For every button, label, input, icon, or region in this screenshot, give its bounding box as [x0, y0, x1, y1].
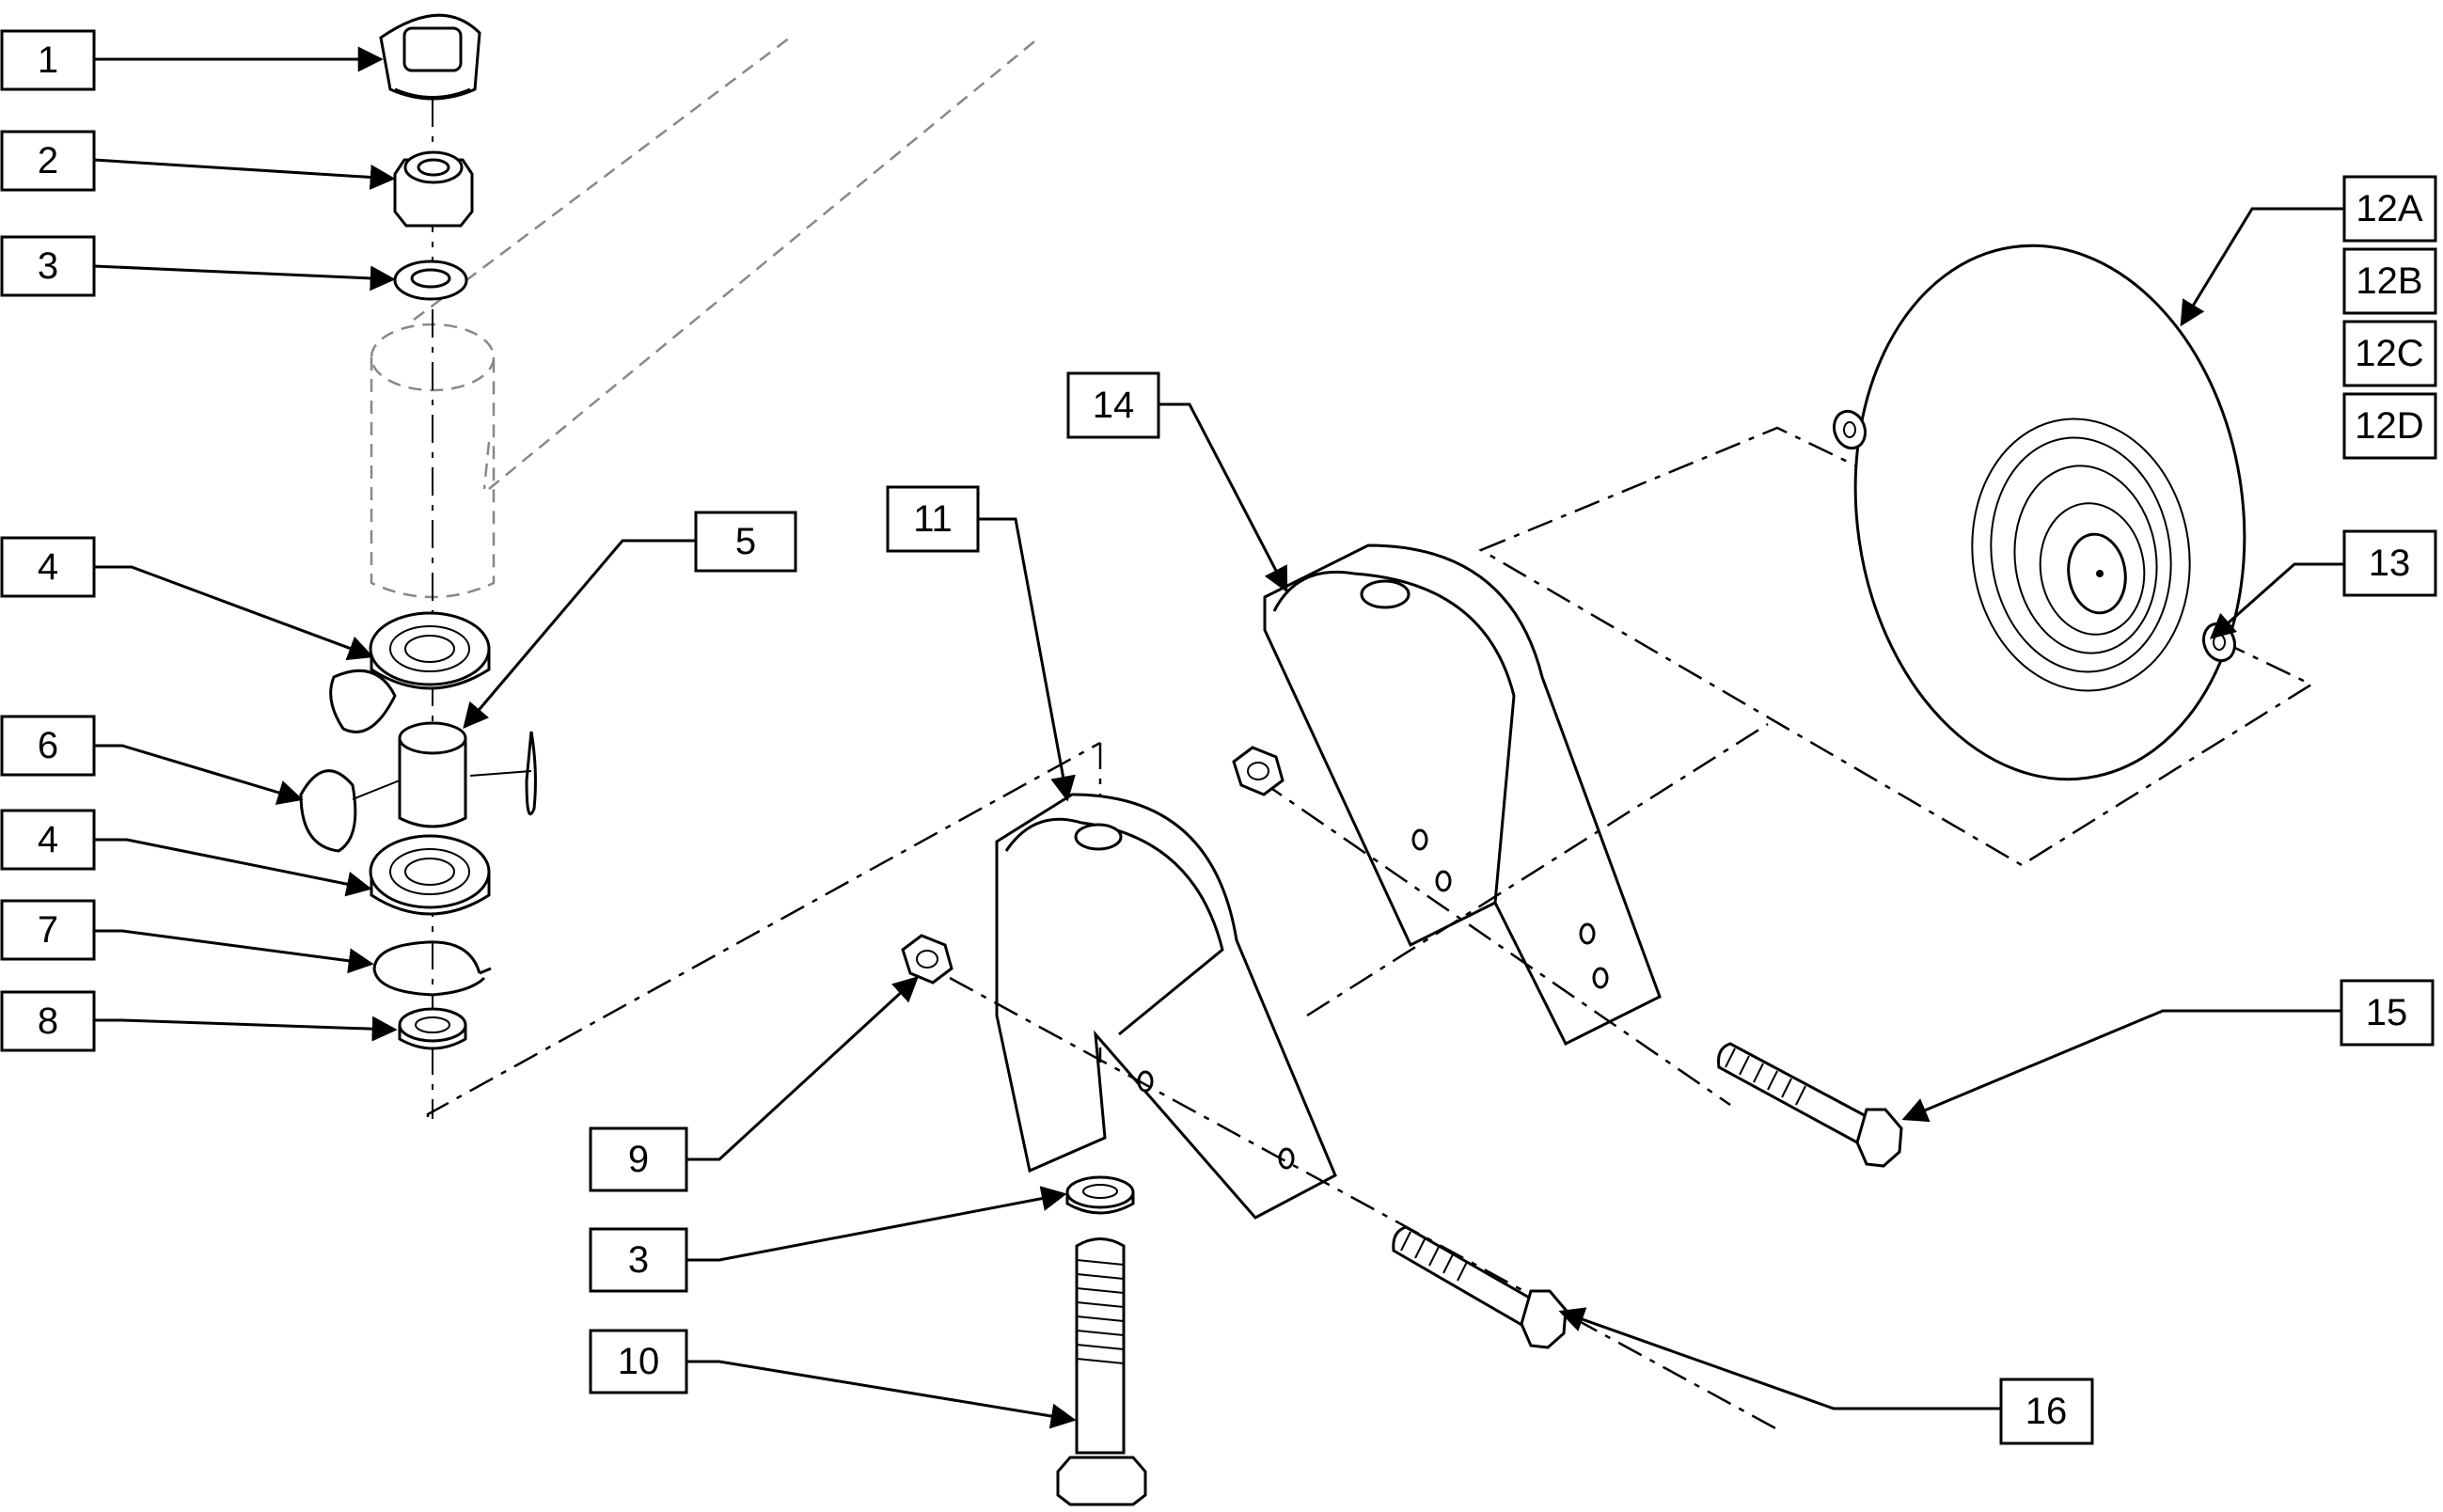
- part-5-spacer: [398, 721, 467, 828]
- callout-11: 11: [886, 485, 980, 553]
- callout-13: 13: [2342, 529, 2437, 597]
- callout-9: 9: [589, 1126, 688, 1192]
- callout-10-label: 10: [618, 1341, 660, 1382]
- part-2-lock-nut: [393, 150, 474, 228]
- axle-line: [1306, 722, 1769, 1017]
- callout-12a: 12A: [2342, 175, 2437, 243]
- callout-15-label: 15: [2366, 992, 2408, 1033]
- part-6-dust-cover: [299, 669, 537, 853]
- callout-9-label: 9: [628, 1139, 649, 1180]
- callout-1-label: 1: [38, 39, 58, 81]
- part-15-bolt: [1717, 1042, 1903, 1168]
- callout-4-upper-label: 4: [38, 546, 58, 588]
- part-7-retaining-ring: [372, 940, 492, 997]
- part-4-bearing-upper: [369, 611, 491, 690]
- wheel-envelope: [1478, 426, 2314, 867]
- callout-13-label: 13: [2369, 543, 2411, 584]
- callout-3-lower: 3: [589, 1227, 688, 1293]
- part-9-nut-left: [901, 934, 954, 984]
- callout-12b: 12B: [2342, 247, 2437, 315]
- part-11-fork-left: [995, 793, 1337, 1220]
- part-4-bearing-lower: [369, 834, 491, 916]
- callout-4-lower: 4: [0, 809, 96, 871]
- callout-15: 15: [2340, 979, 2435, 1047]
- callout-5: 5: [694, 511, 797, 573]
- callout-8-label: 8: [38, 1000, 58, 1042]
- bolt-16-line: [949, 976, 1778, 1431]
- part-12-wheel: [1853, 244, 2246, 781]
- assembly-line-left: [426, 741, 1101, 1117]
- leader-lines: [93, 46, 2344, 1429]
- part-14-fork-right: [1263, 543, 1662, 1047]
- callout-3-top: 3: [0, 235, 96, 297]
- callout-7: 7: [0, 899, 96, 961]
- callout-4-lower-label: 4: [38, 819, 58, 860]
- part-3-washer-top: [393, 260, 468, 301]
- callout-7-label: 7: [38, 909, 58, 951]
- callout-12c: 12C: [2342, 320, 2437, 387]
- bolt-15-line: [1259, 779, 1731, 1107]
- callout-1: 1: [0, 29, 96, 91]
- callout-6-label: 6: [38, 725, 58, 766]
- callout-2-label: 2: [38, 140, 58, 181]
- part-3-washer-lower: [1065, 1175, 1135, 1215]
- callout-10: 10: [589, 1329, 688, 1394]
- callout-14-label: 14: [1093, 385, 1135, 426]
- callout-6: 6: [0, 715, 96, 777]
- callout-12d: 12D: [2342, 392, 2437, 460]
- part-8-washer: [398, 1007, 467, 1050]
- part-13-washer-left: [1832, 409, 1868, 450]
- callout-2: 2: [0, 130, 96, 192]
- callout-8: 8: [0, 990, 96, 1052]
- part-9-nut-right: [1232, 746, 1285, 796]
- callout-16-label: 16: [2025, 1391, 2068, 1432]
- callout-14: 14: [1066, 371, 1160, 439]
- part-10-bolt: [1056, 1237, 1147, 1506]
- callout-11-label: 11: [913, 498, 953, 540]
- part-16-bolt: [1392, 1225, 1568, 1349]
- callout-12d-label: 12D: [2355, 405, 2423, 447]
- callout-12b-label: 12B: [2356, 260, 2422, 302]
- callout-4-upper: 4: [0, 536, 96, 598]
- part-1-cap: [379, 13, 481, 101]
- callout-16: 16: [1999, 1378, 2094, 1445]
- callout-3-top-label: 3: [38, 245, 58, 287]
- callout-12c-label: 12C: [2355, 333, 2423, 374]
- callout-5-label: 5: [735, 521, 756, 562]
- callout-12a-label: 12A: [2356, 188, 2422, 229]
- callout-3-lower-label: 3: [628, 1239, 649, 1281]
